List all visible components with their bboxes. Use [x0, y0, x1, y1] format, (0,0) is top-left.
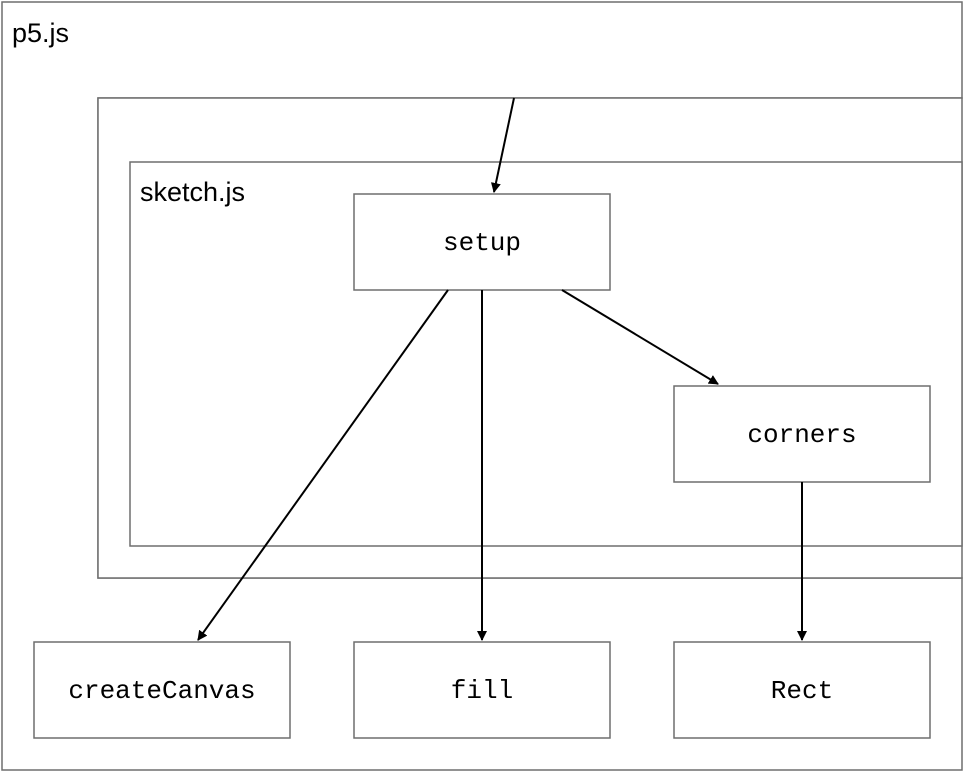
node-corners-box [673, 385, 931, 483]
node-rect[interactable]: Rect [673, 641, 931, 739]
edge-setup-to-corners [561, 289, 719, 385]
edge-setup-to-create-canvas [197, 289, 449, 641]
node-rect-label: Rect [771, 676, 833, 706]
p5js-frame-label: p5.js [12, 18, 69, 48]
node-rect-box [673, 641, 931, 739]
node-create-canvas-label: createCanvas [68, 676, 255, 706]
node-fill[interactable]: fill [353, 641, 611, 739]
node-fill-box [353, 641, 611, 739]
node-create-canvas-box [33, 641, 291, 739]
node-corners[interactable]: corners [673, 385, 931, 483]
node-setup[interactable]: setup [353, 193, 611, 291]
node-corners-label: corners [747, 420, 856, 450]
node-setup-box [353, 193, 611, 291]
edge-p5js-to-setup [490, 97, 515, 193]
node-setup-label: setup [443, 228, 521, 258]
node-fill-label: fill [451, 676, 513, 706]
node-create-canvas[interactable]: createCanvas [33, 641, 291, 739]
sketchjs-frame-label: sketch.js [140, 177, 245, 207]
